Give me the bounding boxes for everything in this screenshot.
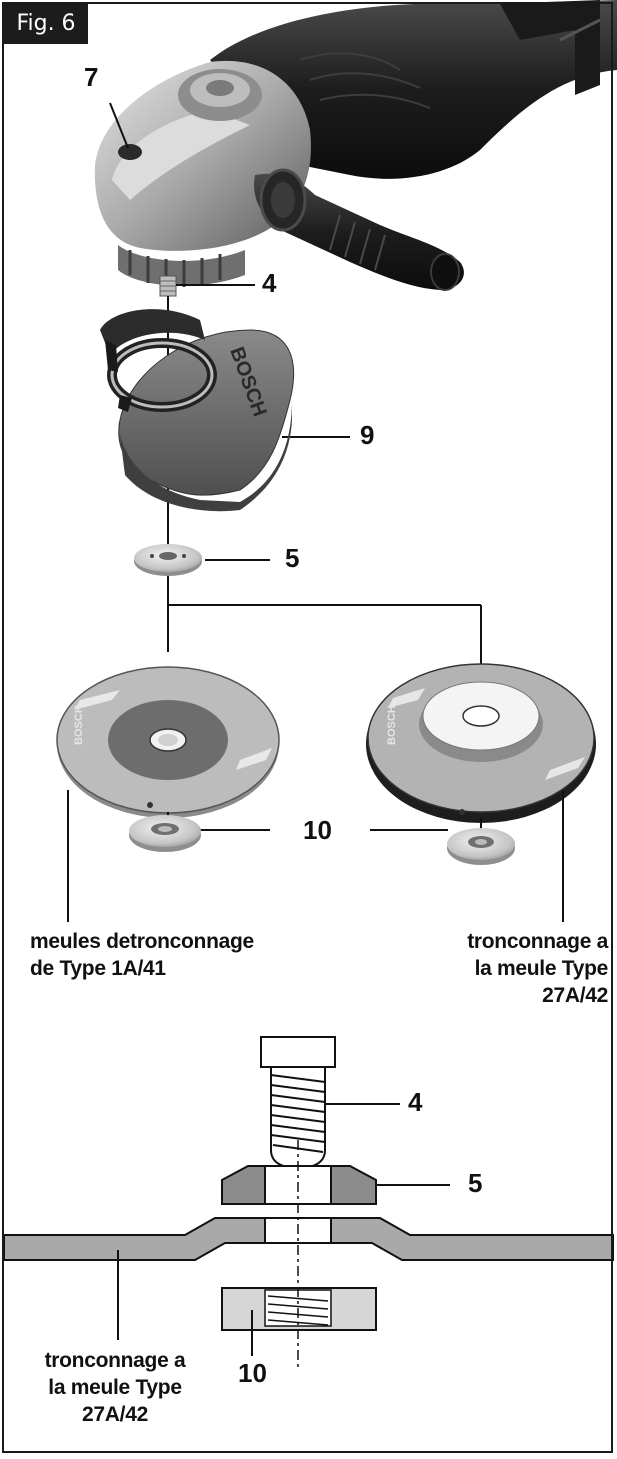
caption-line: meules detronconnage bbox=[30, 930, 254, 953]
angle-grinder bbox=[94, 0, 617, 297]
figure-label: Fig. 6 bbox=[4, 4, 88, 44]
caption-line: de Type 1A/41 bbox=[30, 957, 166, 980]
wheel-guard: BOSCH bbox=[100, 309, 295, 512]
backing-flange-top bbox=[134, 544, 202, 576]
caption-left-wheel: meules detronconnage de Type 1A/41 bbox=[30, 928, 254, 982]
callout-5-bottom: 5 bbox=[468, 1168, 483, 1198]
caption-line: tronconnage a bbox=[44, 1349, 186, 1372]
callout-10-bottom: 10 bbox=[238, 1358, 267, 1388]
clamp-nut-left bbox=[129, 815, 201, 852]
caption-line: 27A/42 bbox=[82, 1403, 148, 1426]
callout-10-middle: 10 bbox=[303, 815, 332, 845]
callout-5-top: 5 bbox=[285, 543, 300, 573]
caption-line: tronconnage a bbox=[467, 930, 608, 953]
caption-line: la meule Type bbox=[48, 1376, 182, 1399]
callout-7: 7 bbox=[84, 62, 99, 92]
caption-line: la meule Type bbox=[474, 957, 609, 980]
caption-right-wheel: tronconnage a la meule Type 27A/42 bbox=[420, 928, 608, 1009]
caption-bottom-wheel: tronconnage a la meule Type 27A/42 bbox=[20, 1347, 210, 1428]
leader-lines-wheels bbox=[67, 790, 564, 922]
depressed-center-wheel-type-27a-42: BOSCH bbox=[366, 663, 596, 823]
svg-text:BOSCH: BOSCH bbox=[73, 705, 85, 745]
cutting-wheel-type-1a-41: BOSCH bbox=[56, 666, 280, 818]
callout-9: 9 bbox=[360, 420, 375, 450]
callout-4-top: 4 bbox=[262, 268, 277, 298]
svg-text:BOSCH: BOSCH bbox=[386, 705, 398, 745]
caption-line: 27A/42 bbox=[542, 984, 608, 1007]
clamp-nut-right bbox=[447, 828, 515, 865]
callout-4-bottom: 4 bbox=[408, 1087, 423, 1117]
cross-section bbox=[3, 1036, 614, 1368]
